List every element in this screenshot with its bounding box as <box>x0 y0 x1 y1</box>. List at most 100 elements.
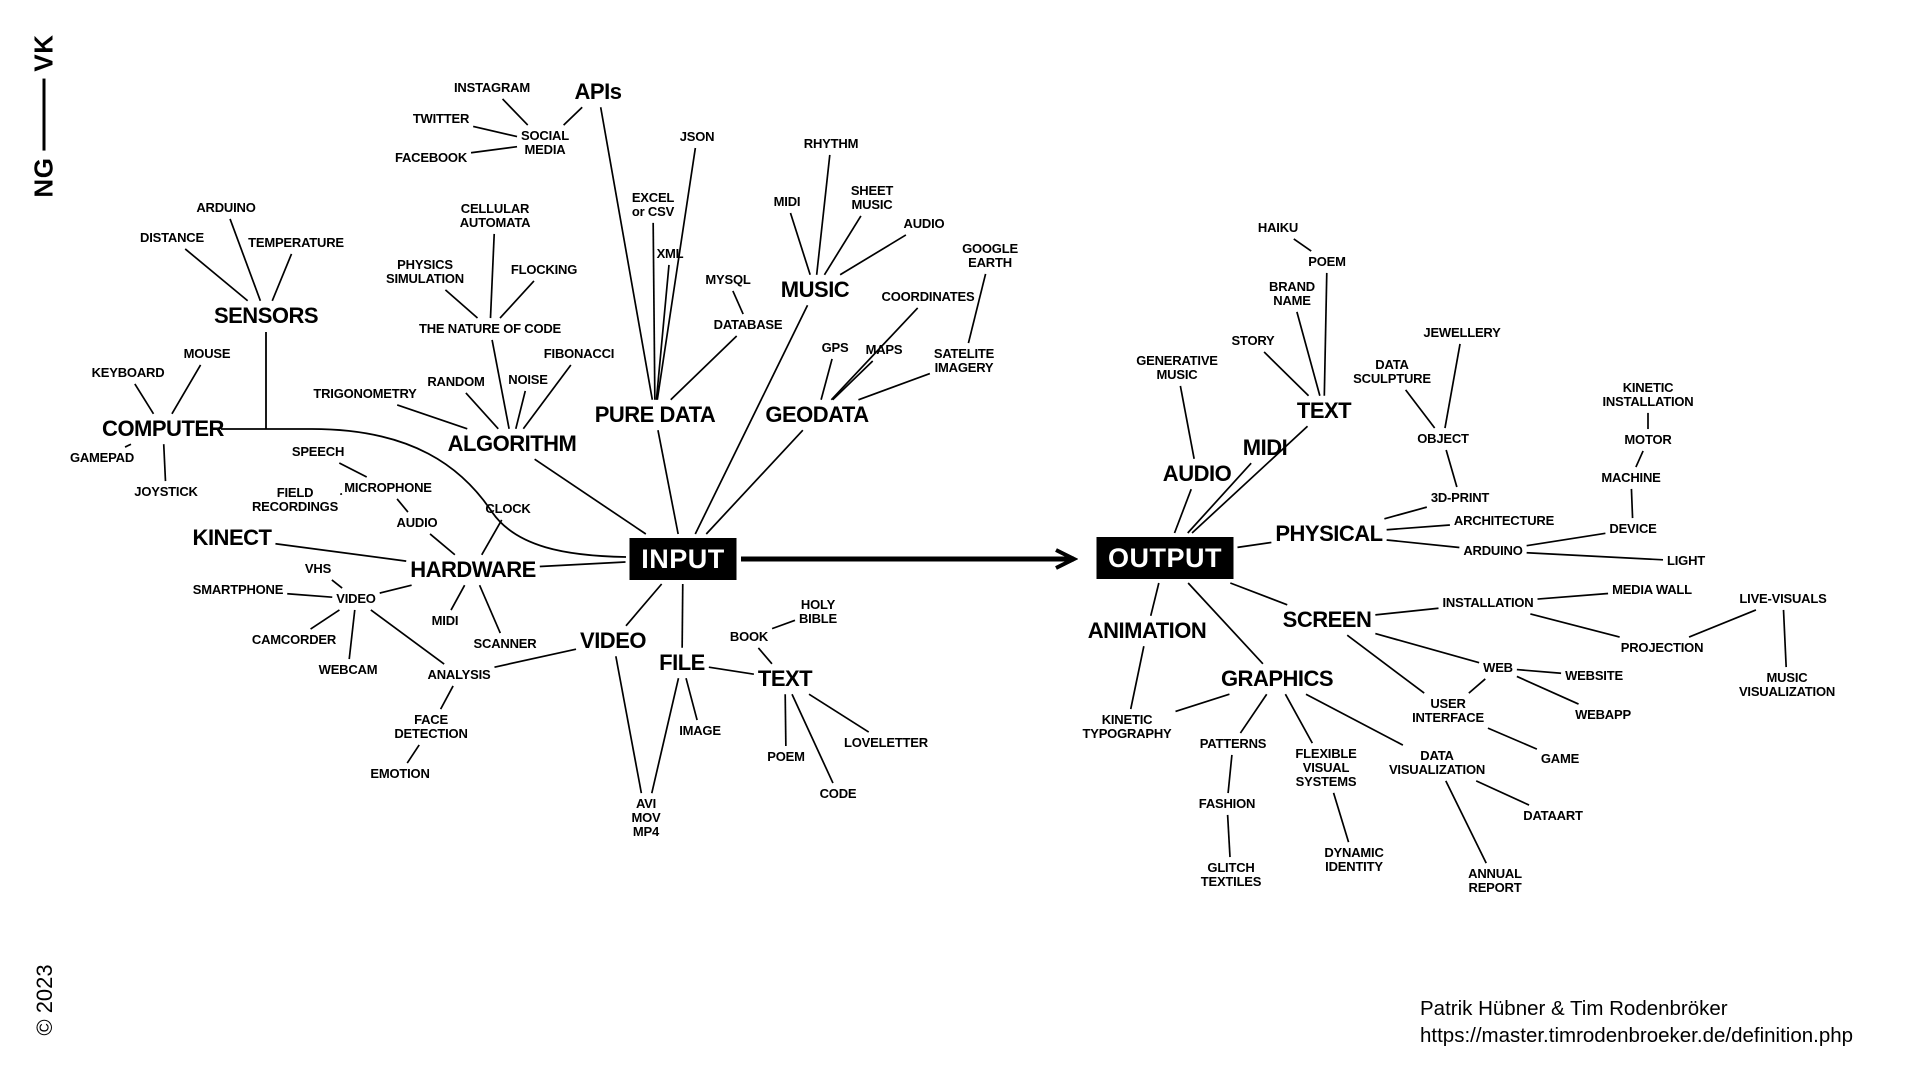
edge-database-pure-data <box>670 335 738 401</box>
edge-facebook-social-media <box>470 145 518 154</box>
edge-file-avi <box>650 678 680 794</box>
copyright-vertical: © 2023 <box>32 964 58 1035</box>
node-xml: XML <box>656 246 684 262</box>
edge-analysis-face-detection <box>439 685 454 710</box>
edge-instagram-social-media <box>501 98 529 126</box>
edge-smartphone-video-hw <box>287 592 333 599</box>
node-jewellery: JEWELLERY <box>1423 325 1501 341</box>
edges-group <box>124 98 1788 864</box>
edge-midi-hw-hardware <box>450 584 466 611</box>
edge-face-detection-emotion <box>406 744 420 764</box>
node-text-in: TEXT <box>757 665 813 691</box>
edge-fashion-glitch-textiles <box>1226 814 1231 858</box>
edge-excel-csv-pure-data <box>652 222 656 400</box>
node-keyboard: KEYBOARD <box>91 365 165 381</box>
edge-screen-web <box>1375 632 1480 664</box>
node-patterns: PATTERNS <box>1199 736 1267 752</box>
node-scanner: SCANNER <box>473 636 537 652</box>
node-annual-report: ANNUAL REPORT <box>1468 866 1522 895</box>
edge-text-in-code <box>791 693 834 784</box>
node-midi-in: MIDI <box>773 194 801 210</box>
edge-physical-arduino-out <box>1386 539 1460 549</box>
node-clock: CLOCK <box>485 501 531 517</box>
edge-output-animation <box>1149 582 1160 616</box>
edge-animation-kinetic-typography <box>1129 646 1145 710</box>
node-physical: PHYSICAL <box>1275 520 1383 546</box>
node-music: MUSIC <box>780 276 850 302</box>
node-mysql: MYSQL <box>705 272 751 288</box>
edge-book-text-in <box>757 647 773 665</box>
edge-web-webapp <box>1516 675 1579 705</box>
node-pure-data: PURE DATA <box>594 401 716 427</box>
node-holy-bible: HOLY BIBLE <box>798 597 838 626</box>
edge-webcam-video-hw <box>348 609 356 660</box>
edge-physics-simulation-nature-code <box>444 289 479 319</box>
special-paths-group <box>221 332 627 558</box>
edge-mouse-computer <box>171 364 202 415</box>
node-sheet-music: SHEET MUSIC <box>850 183 894 212</box>
edge-kinect-hardware <box>275 542 407 562</box>
node-maps: MAPS <box>865 342 903 358</box>
node-music-visualization: MUSIC VISUALIZATION <box>1738 670 1836 699</box>
node-story: STORY <box>1231 333 1275 349</box>
node-data-visualization: DATA VISUALIZATION <box>1388 748 1486 777</box>
edge-output-screen <box>1230 582 1288 606</box>
node-geodata: GEODATA <box>765 401 869 427</box>
edge-text-in-poem-in <box>784 694 787 747</box>
node-projection: PROJECTION <box>1620 640 1704 656</box>
edge-web-website <box>1516 668 1562 675</box>
edge-physical-architecture <box>1386 524 1450 531</box>
edge-data-visualization-annual-report <box>1445 780 1487 864</box>
edge-screen-user-interface <box>1346 634 1425 694</box>
edge-input-video-lg <box>625 583 663 627</box>
node-text-out: TEXT <box>1296 397 1352 423</box>
node-loveletter: LOVELETTER <box>844 735 928 751</box>
node-poem-out: POEM <box>1308 254 1346 270</box>
edge-gps-geodata <box>820 358 833 401</box>
edge-input-file <box>681 583 684 648</box>
edge-projection-live-visuals <box>1688 609 1757 638</box>
edge-hardware-input <box>539 561 626 568</box>
edge-file-text-in <box>708 666 755 676</box>
node-random: RANDOM <box>427 374 485 390</box>
node-coordinates: COORDINATES <box>881 289 975 305</box>
node-media-wall: MEDIA WALL <box>1612 582 1692 598</box>
node-architecture: ARCHITECTURE <box>1453 513 1555 529</box>
edge-text-out-output <box>1191 425 1309 534</box>
node-analysis: ANALYSIS <box>427 667 491 683</box>
edge-mysql-database <box>732 290 744 315</box>
edge-fibonacci-algorithm <box>522 364 572 430</box>
output-hub: OUTPUT <box>1096 537 1234 579</box>
node-kinetic-typography: KINETIC TYPOGRAPHY <box>1082 712 1172 741</box>
edge-graphics-patterns <box>1239 693 1268 734</box>
node-midi-hw: MIDI <box>431 613 459 629</box>
edge-rhythm-music <box>815 154 831 275</box>
node-avi: AVI MOV MP4 <box>631 796 661 839</box>
edge-midi-out-output <box>1187 462 1252 534</box>
node-poem-in: POEM <box>767 749 805 765</box>
node-web: WEB <box>1483 660 1513 676</box>
edge-patterns-fashion <box>1227 754 1233 794</box>
node-machine: MACHINE <box>1601 470 1661 486</box>
node-facebook: FACEBOOK <box>394 150 468 166</box>
edge-scanner-hardware <box>478 584 502 634</box>
node-apis: APIs <box>574 78 622 104</box>
edge-installation-media-wall <box>1537 592 1609 600</box>
credit-url: https://master.timrodenbroeker.de/defini… <box>1420 1024 1854 1048</box>
node-dynamic-identity: DYNAMIC IDENTITY <box>1324 845 1384 874</box>
edge-midi-in-music <box>789 212 811 276</box>
edge-trigonometry-algorithm <box>396 404 468 430</box>
node-audio-music: AUDIO <box>903 216 945 232</box>
node-emotion: EMOTION <box>370 766 430 782</box>
edge-keyboard-computer <box>134 383 155 415</box>
edge-geodata-input <box>705 429 804 535</box>
node-smartphone: SMARTPHONE <box>192 582 284 598</box>
edge-nature-code-algorithm <box>491 339 510 429</box>
node-cellular-automata: CELLULAR AUTOMATA <box>459 201 531 230</box>
node-light: LIGHT <box>1667 553 1705 569</box>
node-microphone: MICROPHONE <box>344 480 432 496</box>
credit-authors: Patrik Hübner & Tim Rodenbröker <box>1420 997 1728 1020</box>
edge-output-graphics <box>1187 582 1264 665</box>
node-live-visuals: LIVE-VISUALS <box>1739 591 1827 607</box>
